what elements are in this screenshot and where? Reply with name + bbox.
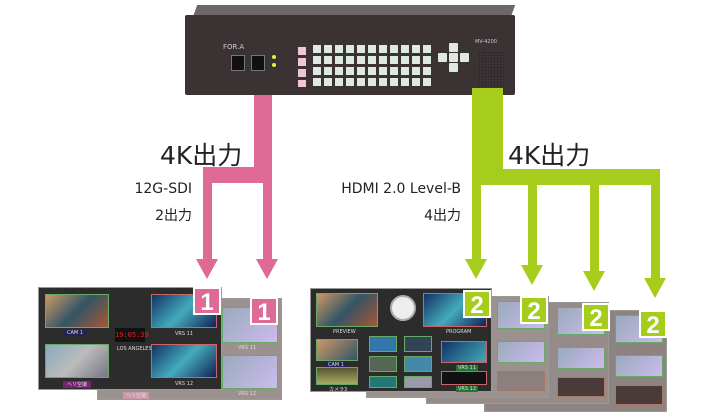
sdi-interface: 12G-SDI [134, 181, 192, 197]
output-badge-2: 2 [639, 310, 667, 339]
brand-logo: FOR.A [223, 43, 245, 51]
status-led [272, 55, 276, 59]
power-switch-2[interactable] [251, 55, 265, 71]
output-badge-2: 2 [520, 296, 548, 325]
nav-down-button[interactable] [449, 63, 458, 72]
sdi-screen-1: CAM 1 ヘリ空撮 19:05:39 LOS ANGELES VRS 11 V… [38, 287, 222, 390]
hdmi-stem [472, 88, 503, 185]
button-grid[interactable] [313, 45, 433, 89]
arrow-down-icon [521, 265, 543, 285]
nav-up-button[interactable] [449, 43, 458, 52]
hdmi-count: 4出力 [424, 208, 461, 224]
sdi-stem [254, 95, 272, 183]
hdmi-screen-1: PREVIEW PROGRAM CAM 1 カメラ3 VRS 11 VRS 12 [310, 288, 492, 393]
arrow-down-icon [256, 259, 278, 279]
model-label: MV-4200 [475, 39, 497, 45]
sdi-heading: 4K出力 [160, 141, 243, 170]
arrow-down-icon [644, 278, 666, 298]
hdmi-branch [472, 169, 660, 185]
output-badge-2: 2 [463, 290, 491, 319]
output-badge-1: 1 [193, 287, 221, 316]
output-badge-2: 2 [582, 303, 610, 332]
nav-right-button[interactable] [460, 53, 469, 62]
hdmi-interface: HDMI 2.0 Level-B [341, 181, 461, 197]
multiviewer-device: FOR.A MV-4200 [185, 5, 516, 97]
arrow-down-icon [465, 259, 487, 279]
arrow-down-icon [583, 271, 605, 291]
arrow-down-icon [196, 259, 218, 279]
power-switch-1[interactable] [231, 55, 245, 71]
sdi-count: 2出力 [155, 208, 192, 224]
analog-clock-icon [390, 295, 416, 321]
sdi-branch [203, 167, 272, 183]
hdmi-heading: 4K出力 [508, 141, 591, 170]
nav-enter-button[interactable] [449, 53, 458, 62]
nav-left-button[interactable] [438, 53, 447, 62]
status-led [272, 63, 276, 67]
clock-display: 19:05:39 [115, 328, 149, 342]
output-badge-1: 1 [250, 297, 278, 326]
vent-grille [478, 51, 506, 87]
